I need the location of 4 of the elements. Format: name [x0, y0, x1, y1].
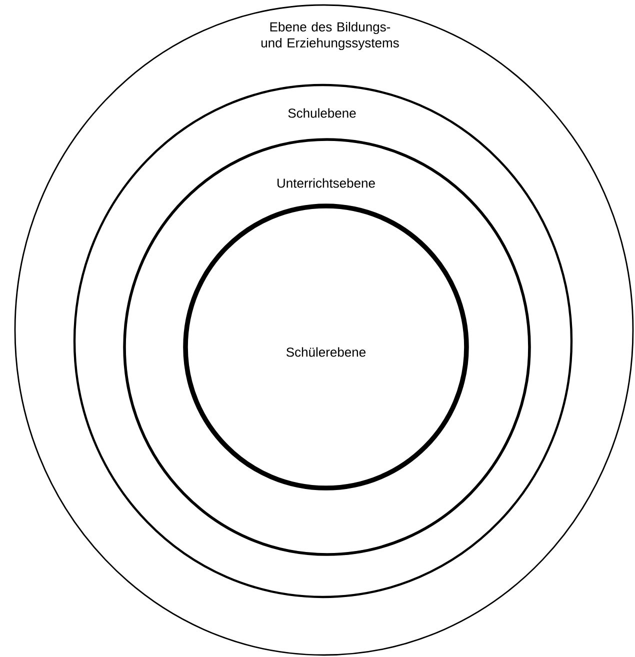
level-label: Schülerebene	[286, 347, 366, 357]
level-label: Ebene des Bildungs- und Erziehungssystems	[261, 22, 399, 50]
level-label: Schulebene	[288, 108, 356, 118]
level-label: Unterrichtsebene	[278, 178, 375, 188]
